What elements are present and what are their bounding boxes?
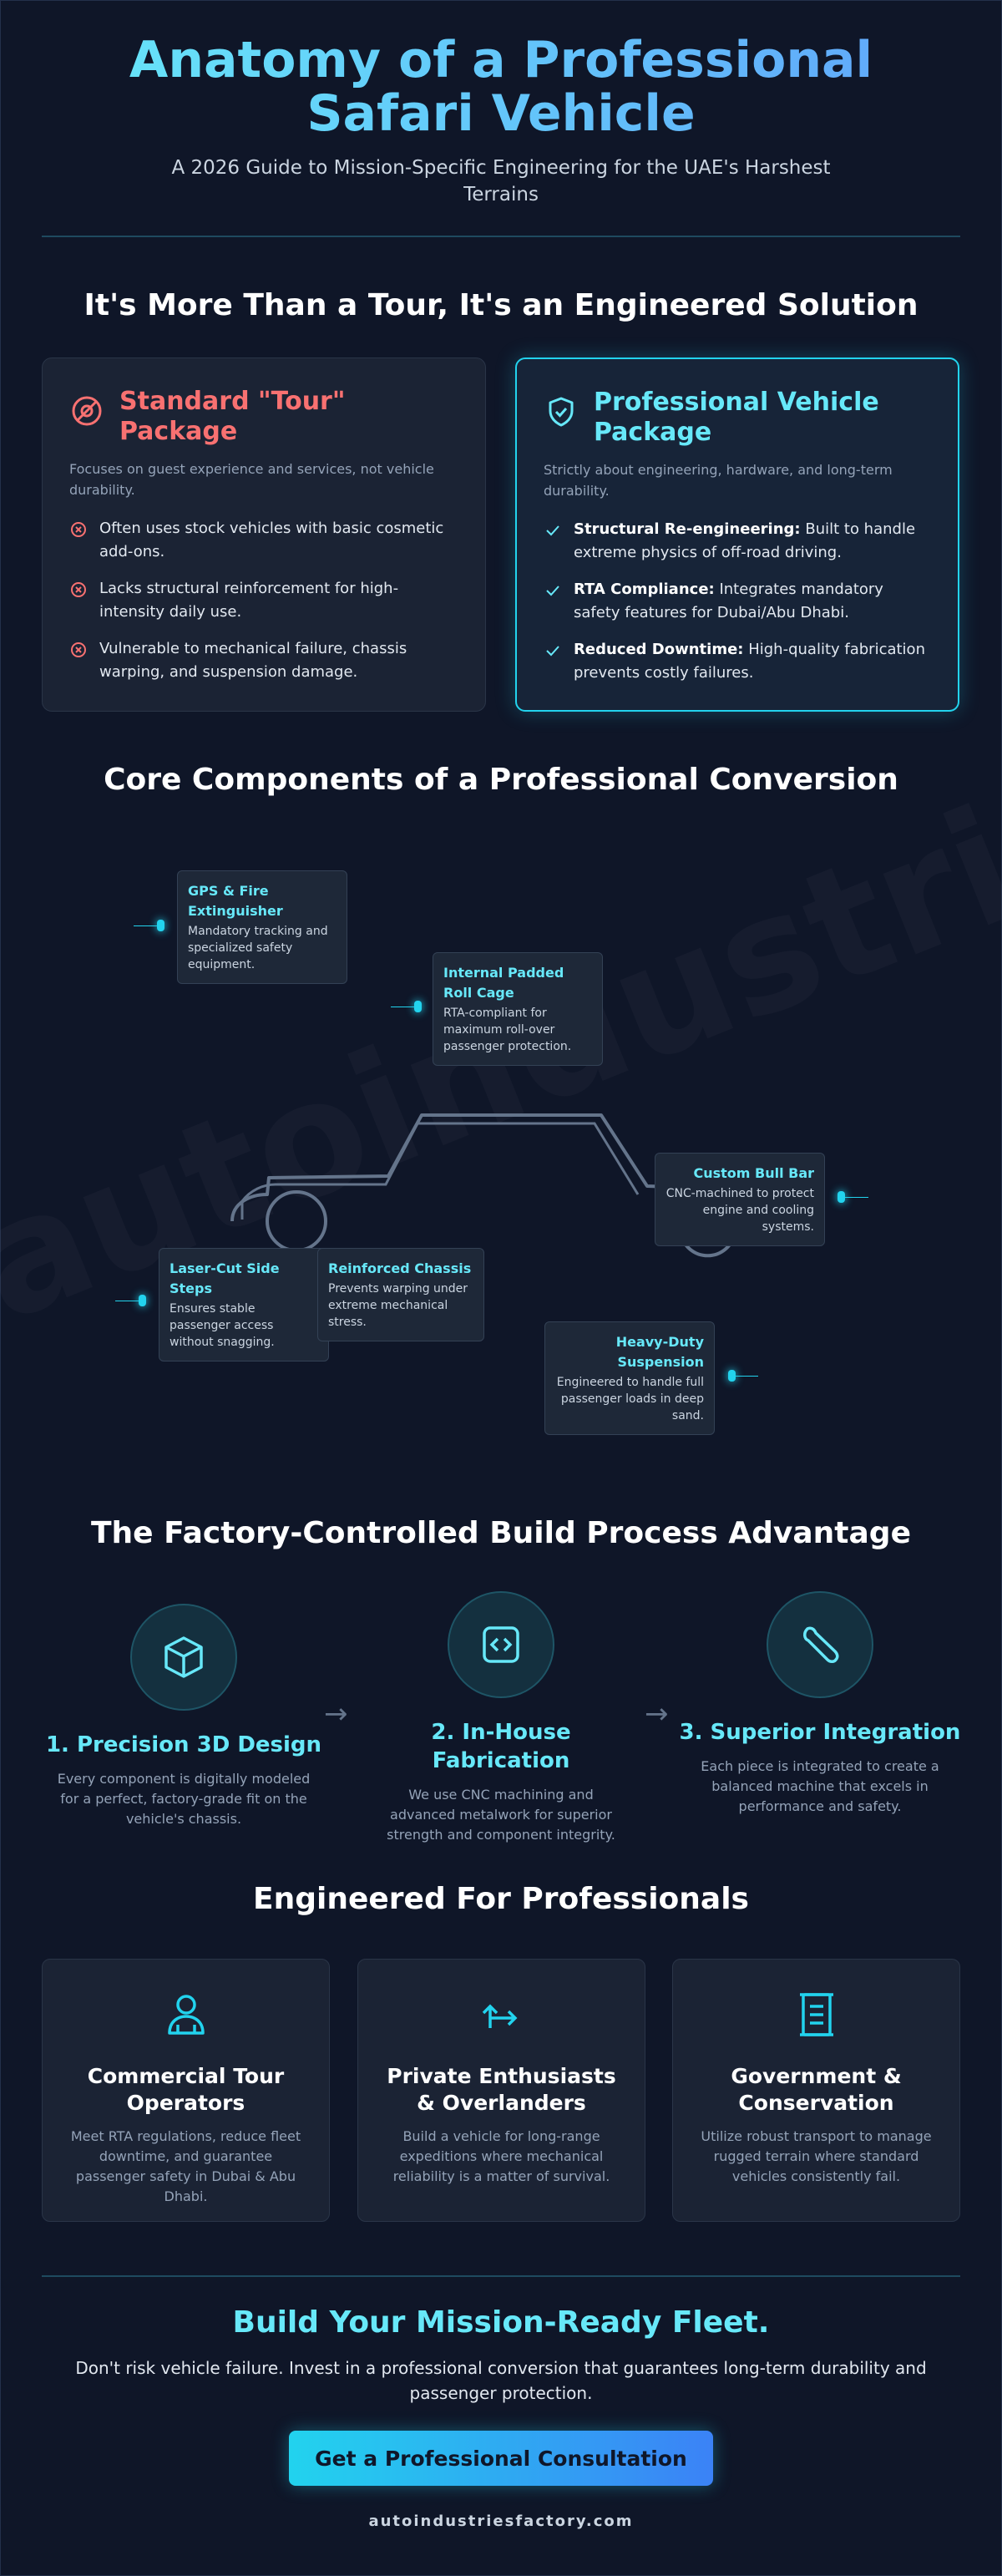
card-text: Build a vehicle for long-range expeditio…: [392, 2128, 610, 2184]
step-text: Each piece is integrated to create a bal…: [701, 1758, 939, 1814]
check-icon: [546, 586, 559, 596]
process-step: 2. In-House Fabrication We use CNC machi…: [359, 1591, 643, 1845]
callout-title: Internal Padded Roll Cage: [443, 965, 564, 1001]
callout-bull-bar: Custom Bull Bar CNC-machined to protect …: [655, 1153, 825, 1246]
list-item: Lacks structural reinforcement for high-…: [69, 577, 458, 624]
process-step: 3. Superior Integration Each piece is in…: [678, 1591, 962, 1817]
callout-title: GPS & Fire Extinguisher: [188, 883, 283, 919]
list-item-text: High-quality fabrication prevents costly…: [574, 641, 925, 682]
audience-card: Private Enthusiasts & Overlanders Build …: [357, 1959, 645, 2222]
check-icon: [546, 525, 559, 536]
list-item: Reduced Downtime: High-quality fabricati…: [544, 638, 931, 685]
step-text: We use CNC machining and advanced metalw…: [387, 1787, 615, 1843]
callout-title: Laser-Cut Side Steps: [170, 1260, 280, 1296]
page-title: Anatomy of a Professional Safari Vehicle: [50, 33, 952, 140]
list-item-text: Integrates mandatory safety features for…: [574, 581, 883, 621]
x-circle-icon: [71, 582, 86, 597]
footer-site[interactable]: autoindustriesfactory.com: [368, 2513, 634, 2530]
page-subtitle: A 2026 Guide to Mission-Specific Enginee…: [171, 157, 831, 205]
cube-icon: [164, 1636, 203, 1678]
code-icon: [483, 1626, 519, 1663]
callout-title: Custom Bull Bar: [693, 1165, 814, 1181]
divider: [42, 236, 960, 237]
standard-package-description: Focuses on guest experience and services…: [69, 461, 434, 498]
callout-text: RTA-compliant for maximum roll-over pass…: [443, 1007, 572, 1053]
callout-text: CNC-machined to protect engine and cooli…: [665, 1187, 814, 1234]
prohibited-icon: [72, 396, 102, 426]
hotspot-marker: [728, 1370, 736, 1382]
list-item: Often uses stock vehicles with basic cos…: [69, 517, 458, 564]
list-item: RTA Compliance: Integrates mandatory saf…: [544, 578, 931, 625]
process-step: 1. Precision 3D Design Every component i…: [42, 1604, 326, 1829]
professional-package-description: Strictly about engineering, hardware, an…: [544, 462, 893, 499]
callout-gps: GPS & Fire Extinguisher Mandatory tracki…: [177, 870, 347, 984]
list-item: Vulnerable to mechanical failure, chassi…: [69, 637, 458, 684]
callout-text: Ensures stable passenger access without …: [170, 1302, 275, 1349]
standard-package-list: Often uses stock vehicles with basic cos…: [69, 517, 458, 684]
shield-check-icon: [549, 397, 574, 427]
comparison-heading: It's More Than a Tour, It's an Engineere…: [84, 288, 918, 322]
audience-card: Government & Conservation Utilize robust…: [672, 1959, 960, 2222]
list-item-text: Lacks structural reinforcement for high-…: [99, 580, 399, 621]
components-heading: Core Components of a Professional Conver…: [104, 763, 898, 797]
hotspot-marker: [139, 1295, 146, 1306]
divider: [42, 2275, 960, 2277]
card-text: Utilize robust transport to manage rugge…: [701, 2128, 932, 2184]
check-icon: [546, 646, 559, 657]
callout-side-steps: Laser-Cut Side Steps Ensures stable pass…: [159, 1248, 329, 1362]
arrow-right-icon: →: [324, 1697, 348, 1731]
wrench-icon: [803, 1626, 839, 1663]
professional-package-list: Structural Re-engineering: Built to hand…: [544, 518, 931, 685]
cta-subtitle: Don't risk vehicle failure. Invest in a …: [75, 2358, 927, 2403]
callout-suspension: Heavy-Duty Suspension Engineered to hand…: [544, 1321, 715, 1435]
list-item-text: Vulnerable to mechanical failure, chassi…: [99, 640, 407, 681]
document-icon: [799, 1993, 833, 2036]
list-item-label: Structural Re-engineering:: [574, 520, 801, 538]
process-heading: The Factory-Controlled Build Process Adv…: [90, 1516, 911, 1550]
callout-text: Prevents warping under extreme mechanica…: [328, 1282, 468, 1329]
user-hardhat-icon: [167, 1995, 205, 2035]
callout-text: Engineered to handle full passenger load…: [556, 1376, 704, 1422]
hotspot-marker: [838, 1191, 845, 1203]
list-item-text: Often uses stock vehicles with basic cos…: [99, 520, 444, 560]
cta-title: Build Your Mission-Ready Fleet.: [232, 2305, 770, 2340]
list-item-text: Built to handle extreme physics of off-r…: [574, 520, 916, 561]
standard-package-title: Standard "Tour" Package: [119, 387, 346, 446]
step-text: Every component is digitally modeled for…: [57, 1771, 311, 1827]
list-item-label: RTA Compliance:: [574, 581, 715, 598]
professional-package-card: Professional Vehicle Package Strictly ab…: [515, 357, 959, 712]
vehicle-diagram: GPS & Fire Extinguisher Mandatory tracki…: [0, 835, 1002, 1470]
hotspot-marker: [414, 1001, 422, 1012]
audience-heading: Engineered For Professionals: [253, 1882, 749, 1916]
hotspot-marker: [157, 920, 164, 931]
callout-roll-cage: Internal Padded Roll Cage RTA-compliant …: [433, 952, 603, 1066]
x-circle-icon: [71, 642, 86, 657]
card-title: Commercial Tour Operators: [87, 2064, 285, 2115]
card-title: Private Enthusiasts & Overlanders: [387, 2064, 616, 2115]
card-text: Meet RTA regulations, reduce fleet downt…: [70, 2128, 301, 2204]
list-item-label: Reduced Downtime:: [574, 641, 744, 658]
step-title: 2. In-House Fabrication: [431, 1720, 571, 1773]
consultation-button[interactable]: Get a Professional Consultation: [289, 2431, 713, 2486]
arrow-right-icon: →: [645, 1697, 669, 1731]
x-circle-icon: [71, 522, 86, 537]
list-item: Structural Re-engineering: Built to hand…: [544, 518, 931, 565]
step-title: 1. Precision 3D Design: [45, 1732, 322, 1757]
vehicle-outline: [230, 1113, 736, 1258]
callout-title: Heavy-Duty Suspension: [615, 1334, 704, 1370]
audience-card: Commercial Tour Operators Meet RTA regul…: [42, 1959, 330, 2222]
step-title: 3. Superior Integration: [679, 1720, 961, 1745]
callout-chassis: Reinforced Chassis Prevents warping unde…: [317, 1248, 484, 1341]
callout-title: Reinforced Chassis: [328, 1260, 472, 1276]
card-title: Government & Conservation: [731, 2064, 902, 2115]
professional-package-title: Professional Vehicle Package: [594, 388, 879, 447]
standard-package-card: Standard "Tour" Package Focuses on guest…: [42, 357, 486, 712]
callout-text: Mandatory tracking and specialized safet…: [188, 925, 328, 971]
route-arrow-icon: [482, 2004, 517, 2028]
